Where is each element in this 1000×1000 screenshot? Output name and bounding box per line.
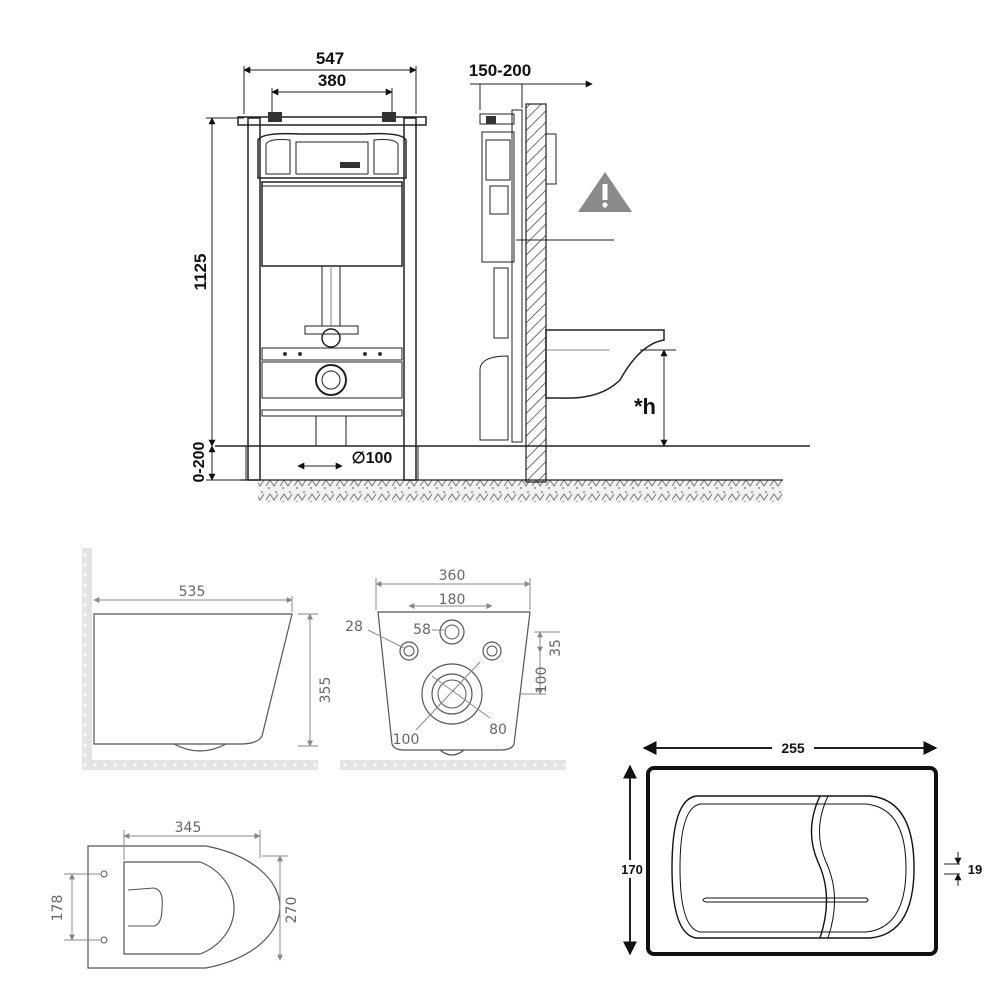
dim-bracket-spacing: 380 [318,71,346,90]
dim-installation-depth: 150-200 [469,61,531,80]
dim-outlet-inner: 80 [489,722,507,738]
dim-bolt-diameter: 28 [345,619,363,635]
dim-top-bolt-spacing: 178 [50,895,66,922]
dim-offset-100: 100 [534,667,550,694]
dim-frame-height: 1125 [191,254,210,291]
frame-front-view: 547 380 1125 0-200 ∅100 [191,49,810,502]
bowl-top-view: 345 178 270 [50,820,300,969]
dim-inlet-diameter: 58 [413,622,431,638]
dim-top-width: 270 [284,897,300,924]
flush-plate: 255 170 19 [618,738,982,956]
dim-plate-height: 170 [621,862,643,877]
dim-plate-width: 255 [781,740,805,756]
dim-pipe-diameter: ∅100 [352,450,393,467]
frame-side-view: 150-200 *h [469,61,676,483]
wall [525,103,547,483]
bowl-side-view: 535 355 [82,548,334,770]
dim-top-length: 345 [175,820,202,836]
dim-bowl-back-width: 360 [439,568,466,584]
bowl-back-view: 360 180 28 58 35 100 100 80 [340,568,566,770]
dim-bowl-height: 355 [318,677,334,704]
dim-outlet-outer: 100 [393,732,420,748]
dim-plate-depth: 19 [968,862,982,877]
dim-offset-35: 35 [548,639,564,657]
dim-bolt-spacing: 180 [439,592,466,608]
dim-bowl-length: 535 [179,584,206,600]
dim-frame-width: 547 [316,49,344,68]
dim-floor-range: 0-200 [191,441,208,482]
dim-seat-height: *h [634,394,656,419]
warning-icon [578,172,632,212]
floor-gravel [258,480,783,502]
